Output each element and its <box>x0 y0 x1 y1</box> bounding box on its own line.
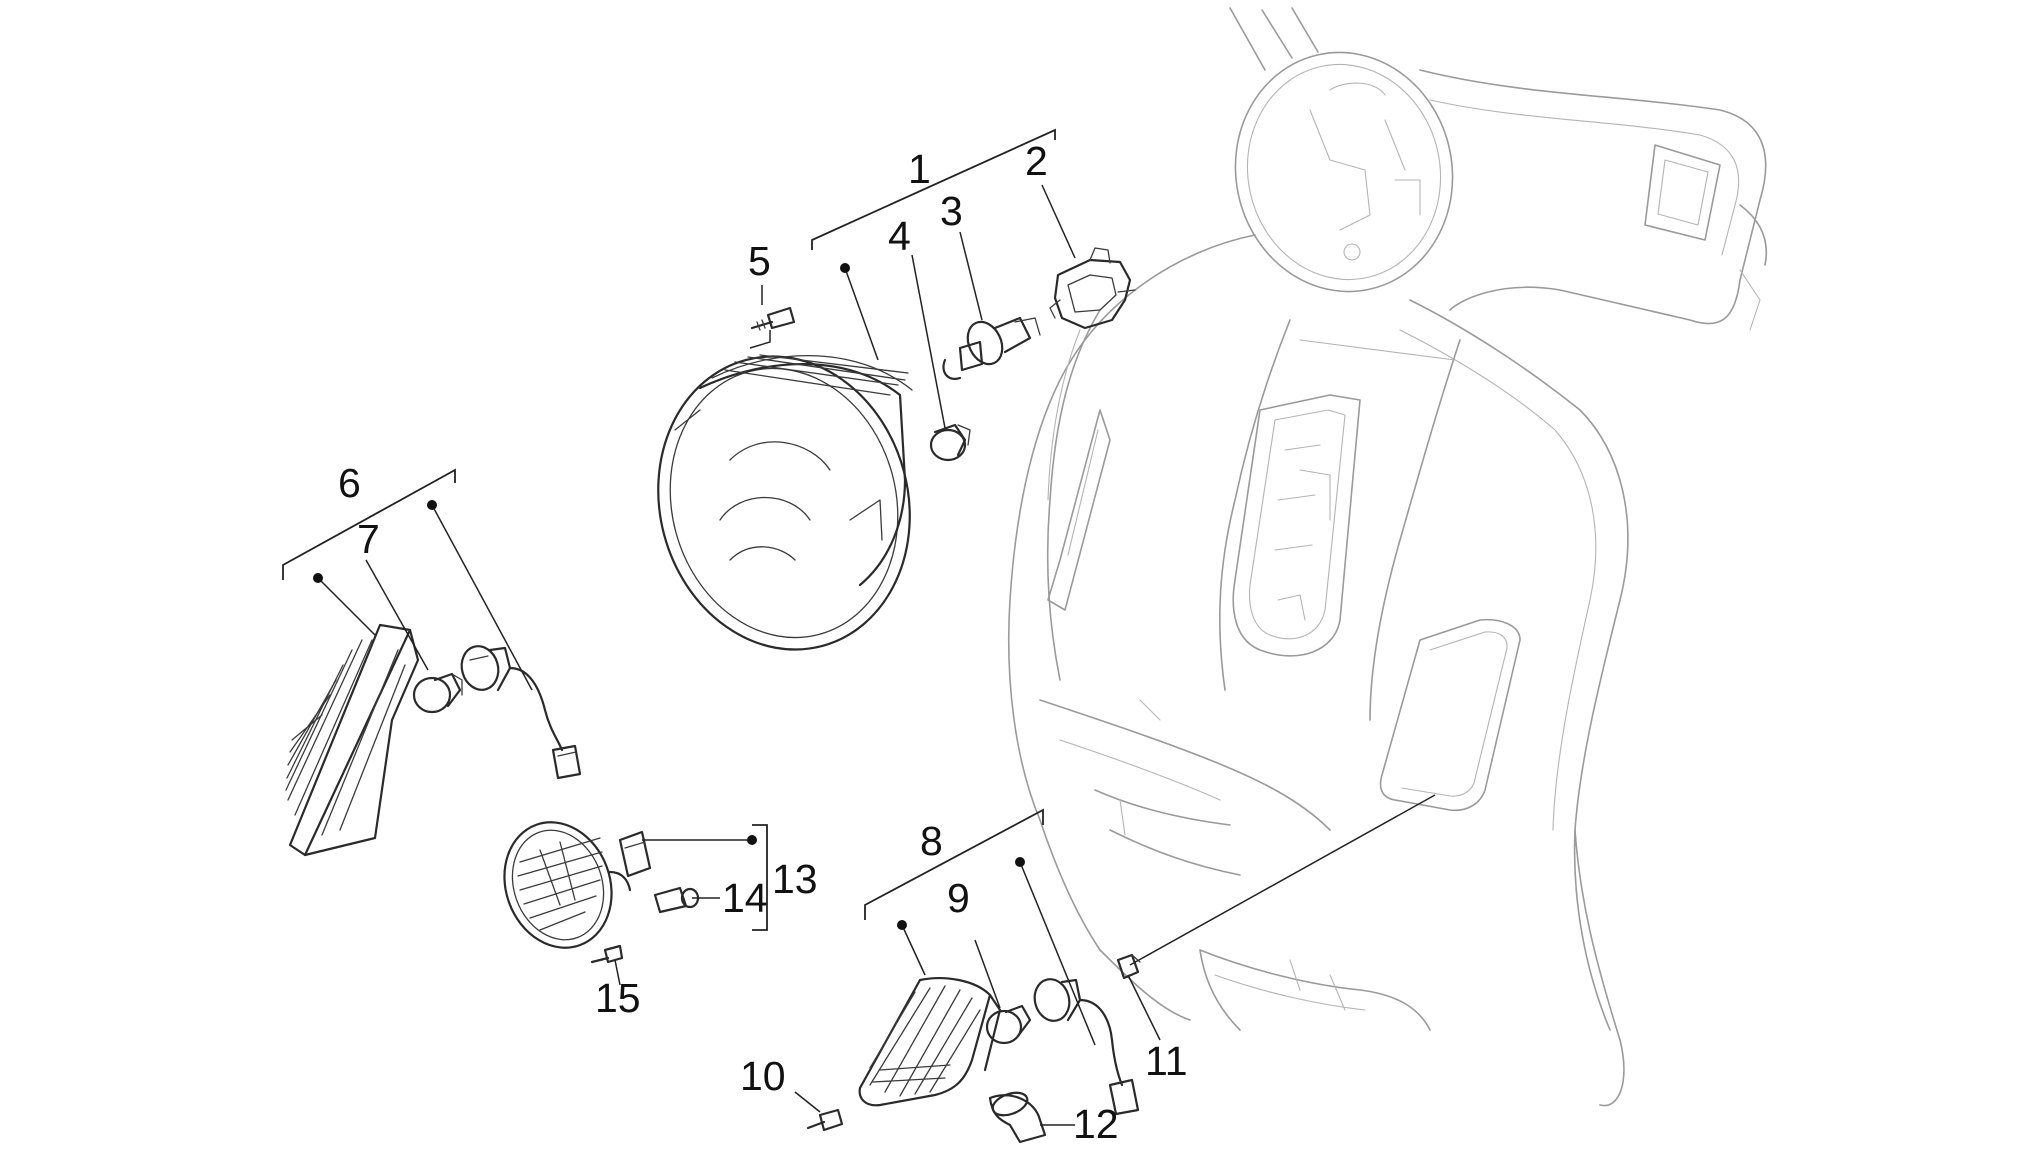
callout-2: 2 <box>1025 138 1048 184</box>
leader-dots <box>313 263 1025 930</box>
callout-8: 8 <box>920 818 943 864</box>
socket-wire-part-8 <box>1033 978 1140 1116</box>
callout-4: 4 <box>888 213 911 259</box>
callout-12: 12 <box>1073 1101 1119 1147</box>
grommet-part-12 <box>988 1091 1047 1144</box>
callout-10: 10 <box>740 1053 786 1099</box>
screw-part-5 <box>750 306 796 331</box>
turn-signal-right-part-8 <box>858 977 1002 1107</box>
scooter-body-outline <box>1007 7 1767 1107</box>
callout-14: 14 <box>722 875 768 921</box>
callout-13: 13 <box>772 856 818 902</box>
leader-lines <box>282 128 1436 1126</box>
halogen-bulb-part-3 <box>942 316 1041 380</box>
bulb-part-7 <box>412 672 463 714</box>
socket-wire-part-6 <box>460 645 582 780</box>
screw-part-15 <box>590 944 624 964</box>
bulb-part-9 <box>985 1004 1032 1045</box>
bulb-holder-part-2 <box>1049 247 1136 330</box>
screw-part-10 <box>806 1108 844 1132</box>
tail-light-part-13 <box>503 821 652 949</box>
callout-3: 3 <box>940 188 963 234</box>
callout-5: 5 <box>748 238 771 284</box>
clip-part-11 <box>1116 953 1141 980</box>
bulb-part-14 <box>653 886 700 914</box>
callout-labels: 1 2 3 4 5 6 7 8 9 10 11 12 13 14 15 <box>338 138 1188 1147</box>
callout-15: 15 <box>595 975 641 1021</box>
parking-bulb-part-4 <box>929 423 971 462</box>
callout-11: 11 <box>1145 1038 1188 1084</box>
callout-7: 7 <box>357 516 380 562</box>
callout-9: 9 <box>947 875 970 921</box>
turn-signal-left-part-6 <box>285 623 420 857</box>
callout-1: 1 <box>908 146 931 192</box>
headlight-unit <box>657 354 913 651</box>
callout-6: 6 <box>338 460 361 506</box>
